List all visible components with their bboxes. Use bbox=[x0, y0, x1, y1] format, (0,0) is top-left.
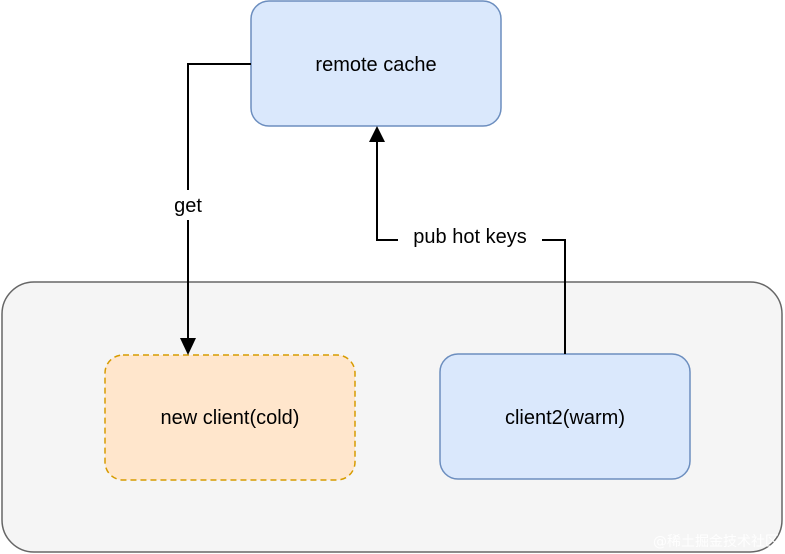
pub-hot-keys-arrowhead bbox=[369, 126, 385, 142]
watermark-text: @稀土掘金技术社区 bbox=[653, 534, 779, 550]
new-client-label: new client(cold) bbox=[161, 407, 300, 429]
get-edge: get bbox=[160, 63, 251, 355]
new-client-node: new client(cold) bbox=[104, 354, 356, 481]
client2-label: client2(warm) bbox=[505, 407, 625, 429]
pub-hot-keys-label: pub hot keys bbox=[413, 226, 526, 248]
client-group-container bbox=[1, 281, 783, 553]
get-edge-label: get bbox=[174, 195, 202, 217]
get-arrow bbox=[187, 63, 251, 344]
client2-node: client2(warm) bbox=[439, 353, 691, 480]
remote-cache-node: remote cache bbox=[250, 0, 502, 127]
remote-cache-label: remote cache bbox=[315, 54, 436, 76]
get-arrowhead bbox=[180, 338, 196, 355]
pub-hot-keys-edge: pub hot keys bbox=[369, 126, 566, 354]
